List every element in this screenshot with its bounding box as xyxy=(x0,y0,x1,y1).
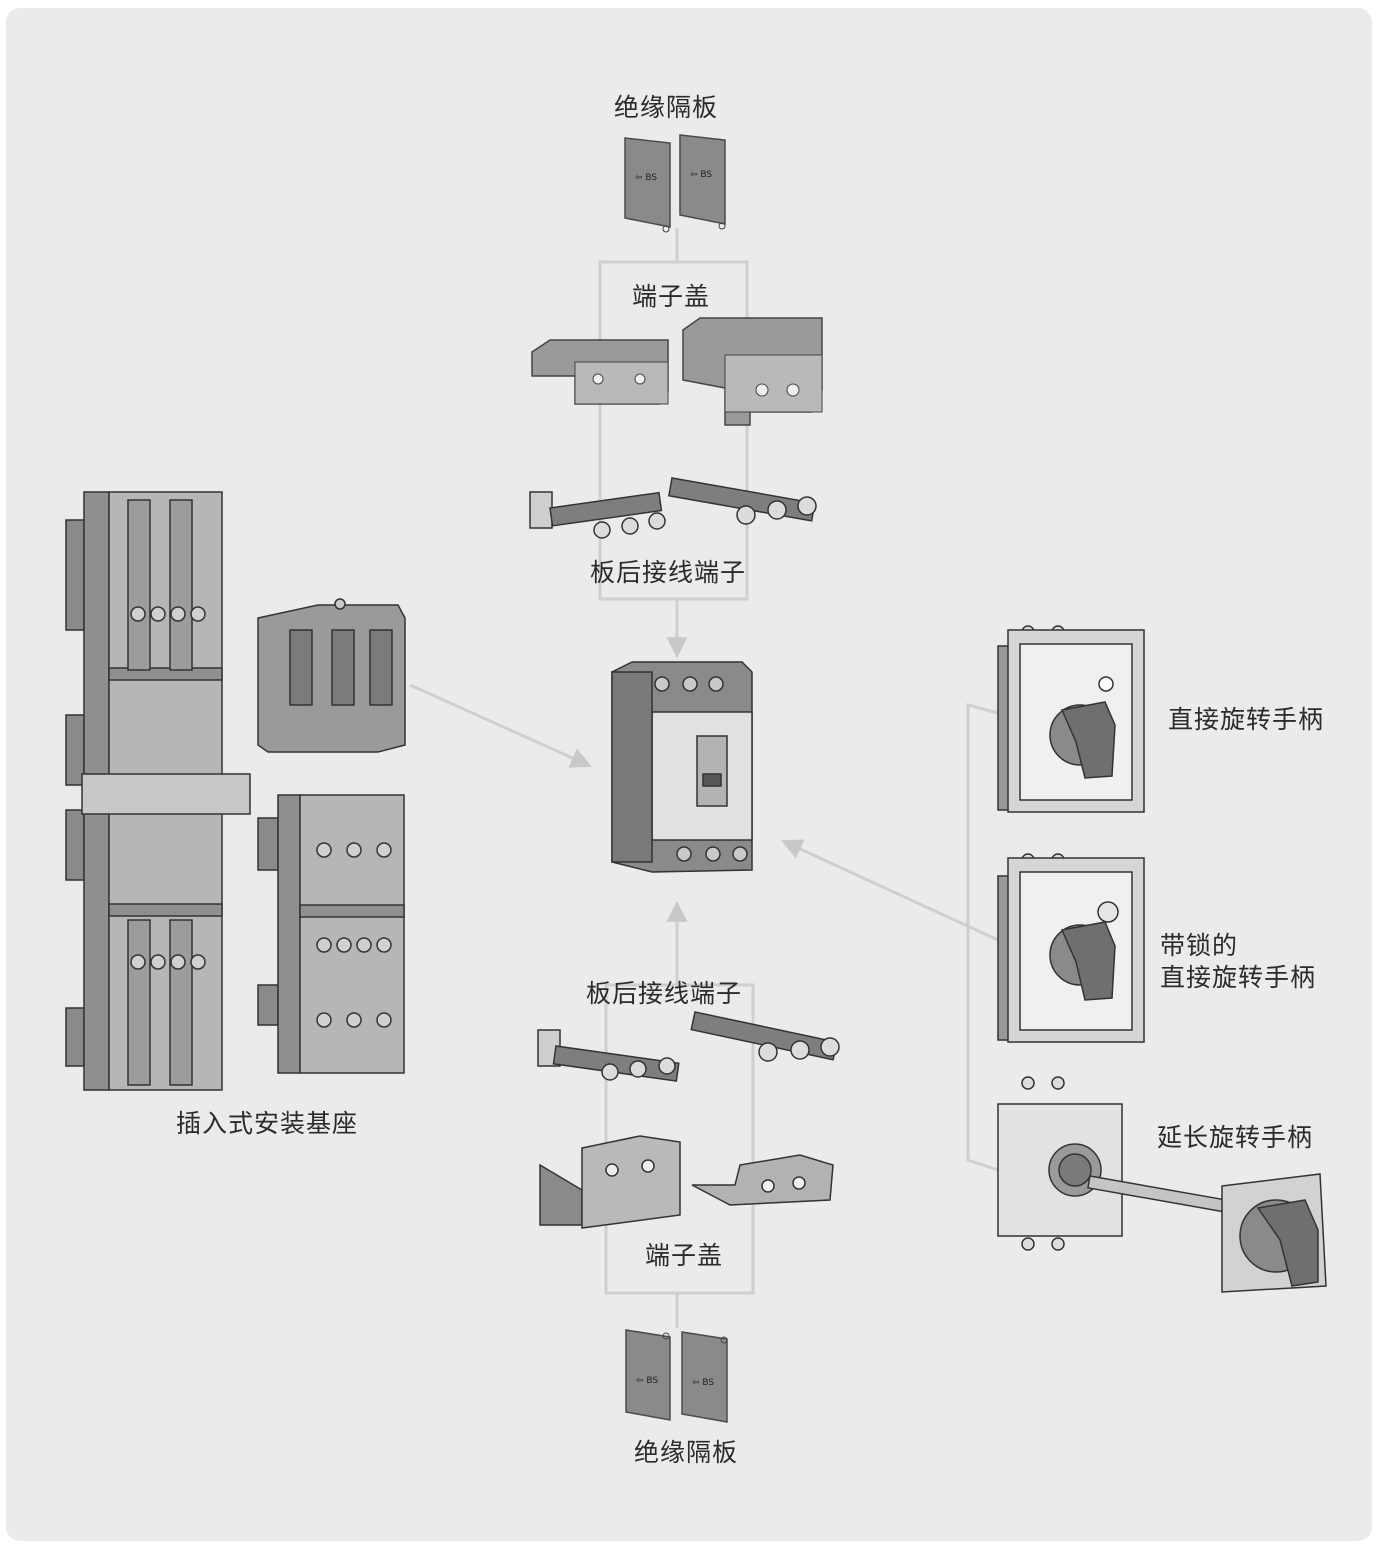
top-terminal-cover-label: 端子盖 xyxy=(632,282,711,311)
top-terminal-covers xyxy=(531,317,823,426)
top-barrier-plates: ⇦ BS ⇦ BS xyxy=(624,134,726,233)
top-rear-terminal-label: 板后接线端子 xyxy=(590,558,747,587)
plugin-base-label: 插入式安装基座 xyxy=(176,1109,359,1138)
bottom-rear-terminals xyxy=(537,1011,840,1082)
svg-text:⇦ BS: ⇦ BS xyxy=(690,170,712,180)
plugin-base-cover xyxy=(257,598,406,753)
direct-handle-label: 直接旋转手柄 xyxy=(1168,705,1325,734)
locked-rotary-handle xyxy=(997,853,1145,1043)
bottom-barrier-label: 绝缘隔板 xyxy=(634,1438,739,1467)
bottom-terminal-cover-label: 端子盖 xyxy=(645,1241,724,1270)
top-barrier-label: 绝缘隔板 xyxy=(614,93,719,122)
locked-handle-label-line2: 直接旋转手柄 xyxy=(1160,963,1317,992)
bottom-barrier-plates: ⇦ BS ⇦ BS xyxy=(625,1329,728,1423)
locked-handle-label: 带锁的 直接旋转手柄 xyxy=(1160,930,1316,994)
top-rear-terminals xyxy=(529,477,817,539)
extended-rotary-handle xyxy=(997,1076,1327,1293)
locked-handle-label-line1: 带锁的 xyxy=(1160,931,1239,960)
circuit-breaker xyxy=(611,661,753,873)
direct-rotary-handle xyxy=(997,625,1145,813)
connector-lines xyxy=(409,228,999,1328)
bottom-terminal-covers xyxy=(539,1135,834,1229)
svg-text:⇦ BS: ⇦ BS xyxy=(692,1378,714,1388)
plugin-base-short xyxy=(257,794,405,1074)
plugin-base-tall xyxy=(65,491,251,1091)
svg-text:⇦ BS: ⇦ BS xyxy=(635,173,657,183)
svg-text:⇦ BS: ⇦ BS xyxy=(636,1376,658,1386)
extended-handle-label: 延长旋转手柄 xyxy=(1157,1123,1314,1152)
bottom-rear-terminal-label: 板后接线端子 xyxy=(586,979,743,1008)
